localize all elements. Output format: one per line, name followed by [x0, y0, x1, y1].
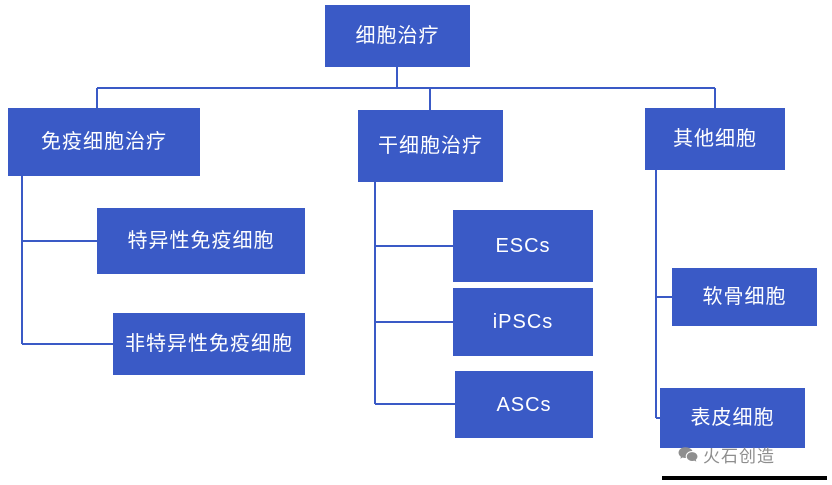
node-escs: ESCs — [453, 210, 593, 282]
node-stem-cell-therapy: 干细胞治疗 — [358, 110, 503, 182]
node-ascs: ASCs — [455, 371, 593, 438]
node-specific-immune-cells: 特异性免疫细胞 — [97, 208, 305, 274]
node-label: ASCs — [496, 393, 552, 416]
node-label: 特异性免疫细胞 — [127, 230, 275, 252]
node-cell-therapy-root: 细胞治疗 — [325, 5, 470, 67]
wechat-icon — [678, 446, 698, 462]
node-label: 其他细胞 — [673, 128, 757, 150]
node-label: 非特异性免疫细胞 — [125, 333, 293, 355]
connector-other-branch — [655, 170, 672, 419]
node-label: iPSCs — [492, 311, 554, 333]
node-ipscs: iPSCs — [453, 288, 593, 356]
connector-stem-branch — [374, 182, 455, 405]
node-label: ESCs — [495, 235, 551, 257]
watermark: 火石创造 — [678, 442, 775, 467]
node-label: 软骨细胞 — [702, 286, 787, 308]
node-nonspecific-immune-cells: 非特异性免疫细胞 — [113, 313, 305, 375]
bottom-divider-bar — [662, 476, 827, 480]
watermark-text: 火石创造 — [703, 447, 775, 466]
node-label: 干细胞治疗 — [378, 135, 483, 157]
node-chondrocytes: 软骨细胞 — [672, 268, 817, 326]
connector-immune-branch — [21, 176, 113, 345]
node-label: 表皮细胞 — [690, 407, 775, 429]
node-label: 免疫细胞治疗 — [41, 131, 167, 153]
connector-root — [96, 67, 716, 110]
node-immune-cell-therapy: 免疫细胞治疗 — [8, 108, 200, 176]
node-epidermal-cells: 表皮细胞 — [660, 388, 805, 448]
node-other-cells: 其他细胞 — [645, 108, 785, 170]
node-label: 细胞治疗 — [355, 25, 440, 47]
